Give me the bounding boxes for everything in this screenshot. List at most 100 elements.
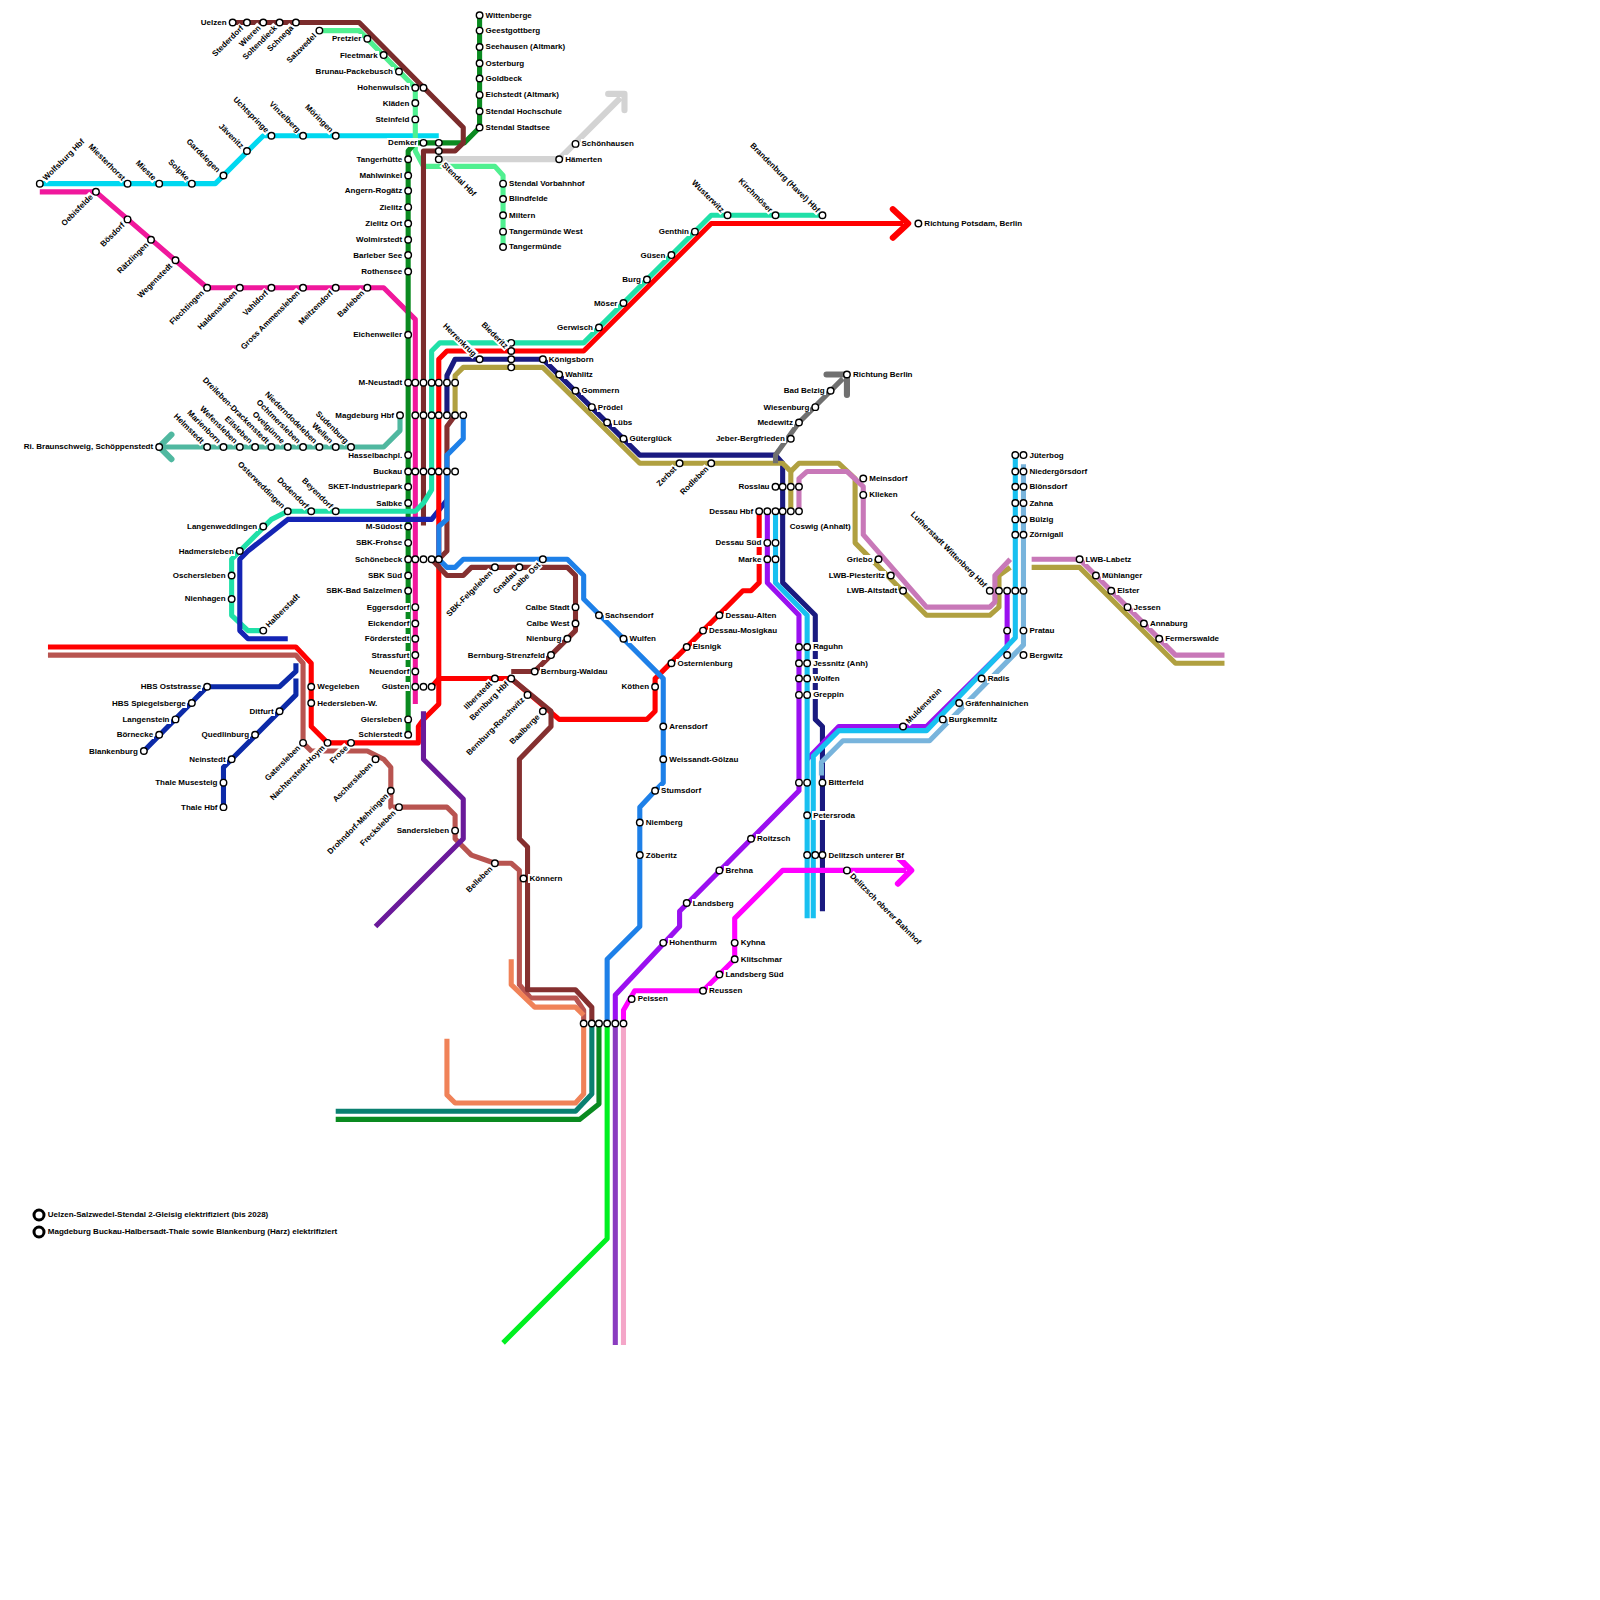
station-dot bbox=[796, 779, 803, 786]
station-dot bbox=[1012, 516, 1019, 523]
station-dot bbox=[412, 636, 419, 643]
station-dot bbox=[764, 540, 771, 547]
station-dot bbox=[756, 508, 763, 515]
station-dot bbox=[1093, 572, 1100, 579]
station-label: M-Südost bbox=[365, 522, 403, 531]
station-dot bbox=[888, 572, 895, 579]
station-label: SBK-Bad Salzelmen bbox=[325, 586, 403, 595]
station-dot bbox=[405, 716, 412, 723]
station-dot bbox=[228, 572, 235, 579]
station-dot bbox=[237, 444, 244, 451]
station-dot bbox=[589, 1020, 596, 1027]
station-dot bbox=[364, 36, 371, 43]
station-label: Jävenitz bbox=[216, 121, 246, 151]
station-dot bbox=[332, 132, 339, 139]
station-dot bbox=[397, 412, 404, 419]
station-dot bbox=[580, 1020, 587, 1027]
station-dot bbox=[228, 756, 235, 763]
station-label: Elsnigk bbox=[692, 642, 722, 651]
legend-entry: Magdeburg Buckau-Halbersadt-Thale sowie … bbox=[32, 1225, 337, 1239]
station-label: Dessau Hbf bbox=[708, 507, 754, 516]
station-dot bbox=[237, 284, 244, 291]
station-dot bbox=[572, 141, 579, 148]
station-dot bbox=[412, 84, 419, 91]
station-dot bbox=[405, 452, 412, 459]
station-dot bbox=[396, 804, 403, 811]
station-dot bbox=[428, 379, 435, 386]
station-dot bbox=[772, 212, 779, 219]
station-dot bbox=[804, 675, 811, 682]
station-dot bbox=[260, 523, 267, 530]
legend-text: Uelzen-Salzwedel-Stendal 2-Gleisig elekt… bbox=[48, 1209, 269, 1221]
station-dot bbox=[940, 716, 947, 723]
station-dot bbox=[220, 444, 227, 451]
station-label: Herrenkrug bbox=[441, 321, 479, 359]
station-dot bbox=[956, 700, 963, 707]
legend-symbol bbox=[34, 1210, 44, 1220]
station-dot bbox=[396, 68, 403, 75]
station-label: Rosslau bbox=[737, 482, 770, 491]
station-label: Börnecke bbox=[116, 730, 154, 739]
station-dot bbox=[1156, 636, 1163, 643]
station-dot bbox=[540, 708, 547, 715]
station-dot bbox=[508, 364, 515, 371]
station-dot bbox=[220, 779, 227, 786]
station-dot bbox=[405, 220, 412, 227]
station-label: Wiesenburg bbox=[763, 403, 811, 412]
station-dot bbox=[476, 124, 483, 131]
station-dot bbox=[405, 731, 412, 738]
station-dot bbox=[1012, 483, 1019, 490]
station-dot bbox=[436, 379, 443, 386]
station-label: Stendal Hbf bbox=[439, 160, 478, 199]
station-dot bbox=[412, 556, 419, 563]
station-dot bbox=[420, 379, 427, 386]
station-label: Niemberg bbox=[645, 818, 684, 827]
station-dot bbox=[860, 475, 867, 482]
station-label: Rätzlingen bbox=[114, 240, 150, 276]
station-dot bbox=[788, 436, 795, 443]
station-label: Barleber See bbox=[352, 251, 403, 260]
station-dot bbox=[476, 60, 483, 67]
station-dot bbox=[788, 508, 795, 515]
station-dot bbox=[683, 900, 690, 907]
station-label: Möser bbox=[593, 299, 619, 308]
station-dot bbox=[676, 460, 683, 467]
station-dot bbox=[660, 756, 667, 763]
station-dot bbox=[779, 483, 786, 490]
station-label: Brunau-Packebusch bbox=[315, 67, 394, 76]
rail-line bbox=[799, 471, 1010, 607]
station-label: Miesterhorst bbox=[85, 142, 127, 184]
station-dot bbox=[420, 84, 427, 91]
station-dot bbox=[708, 460, 715, 467]
station-dot bbox=[819, 852, 826, 859]
station-label: Klieken bbox=[868, 490, 898, 499]
station-dot bbox=[516, 564, 523, 571]
station-dot bbox=[237, 548, 244, 555]
station-dot bbox=[772, 556, 779, 563]
station-dot bbox=[189, 700, 196, 707]
station-label: Calbe West bbox=[526, 619, 571, 628]
station-dot bbox=[412, 652, 419, 659]
station-dot bbox=[548, 652, 555, 659]
station-label: Eickendorf bbox=[367, 619, 410, 628]
direction-arrow bbox=[608, 94, 624, 110]
station-dot bbox=[1124, 604, 1131, 611]
station-dot bbox=[452, 827, 459, 834]
station-label: Barleben bbox=[335, 288, 367, 320]
rail-line bbox=[791, 463, 1010, 615]
station-label: Lutherstadt Wittenberg Hbf bbox=[908, 510, 989, 591]
station-dot bbox=[300, 132, 307, 139]
station-dot bbox=[436, 156, 443, 163]
station-dot bbox=[492, 860, 499, 867]
station-dot bbox=[819, 212, 826, 219]
station-dot bbox=[412, 683, 419, 690]
station-dot bbox=[405, 588, 412, 595]
station-dot bbox=[220, 172, 227, 179]
station-dot bbox=[452, 379, 459, 386]
station-label: Förderstedt bbox=[364, 634, 410, 643]
station-dot bbox=[476, 92, 483, 99]
station-label: Quedlinburg bbox=[201, 730, 251, 739]
station-label: Uchtspringe bbox=[230, 95, 271, 136]
station-label: Wegeleben bbox=[316, 682, 360, 691]
station-dot bbox=[788, 483, 795, 490]
